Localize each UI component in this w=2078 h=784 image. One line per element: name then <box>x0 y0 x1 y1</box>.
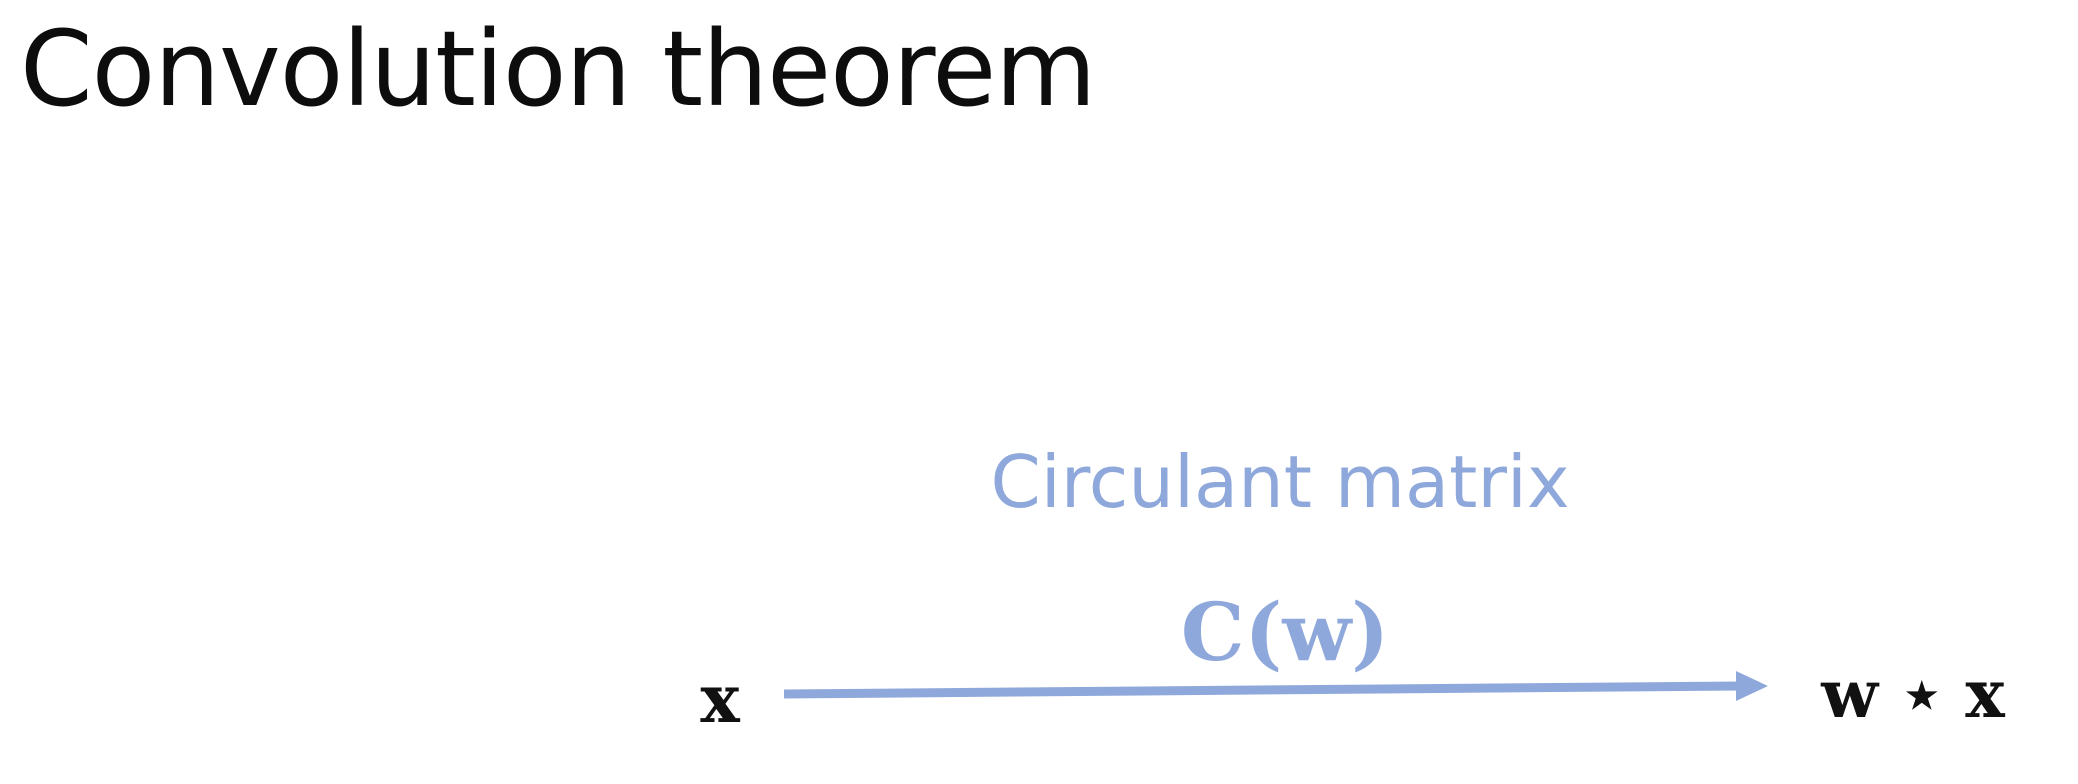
slide-title: Convolution theorem <box>20 8 1096 130</box>
mapping-arrow <box>783 671 1768 701</box>
arrow-shaft <box>783 681 1741 699</box>
operator-label: C(w) <box>1180 585 1390 679</box>
arrow-head <box>1736 671 1768 701</box>
output-node-label: w ⋆ x <box>1821 655 2005 733</box>
input-node-label: x <box>700 660 740 738</box>
arrow-caption: Circulant matrix <box>990 440 1570 524</box>
